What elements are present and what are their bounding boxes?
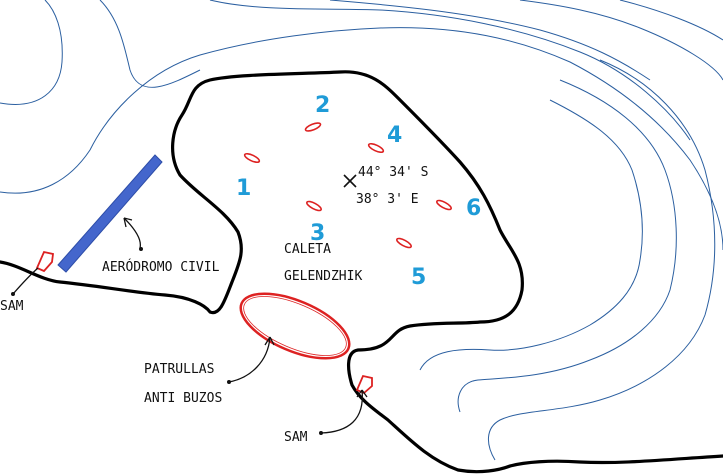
airfield-leader-arrowhead xyxy=(123,217,133,228)
bay-name-line2: GELENDZHIK xyxy=(284,269,362,284)
contour-line xyxy=(519,0,723,81)
ship-icon xyxy=(367,142,385,154)
ships xyxy=(243,122,452,249)
coastline xyxy=(0,70,723,474)
anti-diver-patrol-zone xyxy=(239,292,351,360)
depth-contours xyxy=(0,0,723,461)
sam-ship-icon xyxy=(35,250,54,273)
ship-number: 6 xyxy=(466,196,481,221)
contour-line xyxy=(619,0,723,41)
leader-dots xyxy=(11,247,323,435)
airfield-label: AERÓDROMO CIVIL xyxy=(102,259,220,275)
sam-south-label: SAM xyxy=(284,430,308,445)
sam-south-leader xyxy=(320,389,363,434)
ship-number: 5 xyxy=(411,265,426,290)
airfield-runway xyxy=(57,154,163,273)
ship-numbers: 1 2 3 4 5 6 xyxy=(236,93,481,290)
airfield-leader xyxy=(123,217,142,249)
leader-dot xyxy=(227,380,231,384)
sam-west-label: SAM xyxy=(0,299,24,314)
x-mark-icon xyxy=(343,174,357,188)
contour-line xyxy=(419,99,643,371)
leader-dot xyxy=(319,431,323,435)
contour-line xyxy=(488,59,716,461)
ship-icon xyxy=(396,237,412,249)
coordinate-longitude: 38° 3' E xyxy=(356,192,419,207)
bay-coastline xyxy=(0,70,524,474)
leader-dot xyxy=(11,292,15,296)
patrol-label-line2: ANTI BUZOS xyxy=(144,391,222,406)
contour-line xyxy=(0,0,63,105)
patrol-leader xyxy=(228,336,271,383)
contour-line xyxy=(329,0,651,81)
ship-icon xyxy=(304,122,322,132)
ship-number: 3 xyxy=(310,221,325,246)
patrol-label-line1: PATRULLAS xyxy=(144,362,214,377)
contour-line xyxy=(0,27,723,251)
sam-ship-icon xyxy=(355,374,373,395)
ship-icon xyxy=(243,152,261,164)
ship-icon xyxy=(306,200,322,212)
annotation-arrows xyxy=(12,217,368,434)
map-labels: CALETA GELENDZHIK 44° 34' S 38° 3' E AER… xyxy=(0,165,428,445)
bay-coastline-lower xyxy=(508,454,723,468)
patrol-leader-arrowhead xyxy=(264,336,275,346)
sam-west-leader xyxy=(12,267,39,295)
contour-line xyxy=(457,79,677,413)
anti-diver-patrol-zone-inner xyxy=(243,296,347,356)
ship-number: 2 xyxy=(315,93,330,118)
coordinate-latitude: 44° 34' S xyxy=(358,165,428,180)
bay-name-line1: CALETA xyxy=(284,242,331,257)
leader-dot xyxy=(139,247,143,251)
contour-line xyxy=(209,0,691,141)
ship-number: 4 xyxy=(387,123,402,148)
contour-line xyxy=(99,0,201,88)
sam-south-leader-arrowhead xyxy=(356,389,368,398)
ship-icon xyxy=(436,199,452,211)
ship-number: 1 xyxy=(236,176,251,201)
